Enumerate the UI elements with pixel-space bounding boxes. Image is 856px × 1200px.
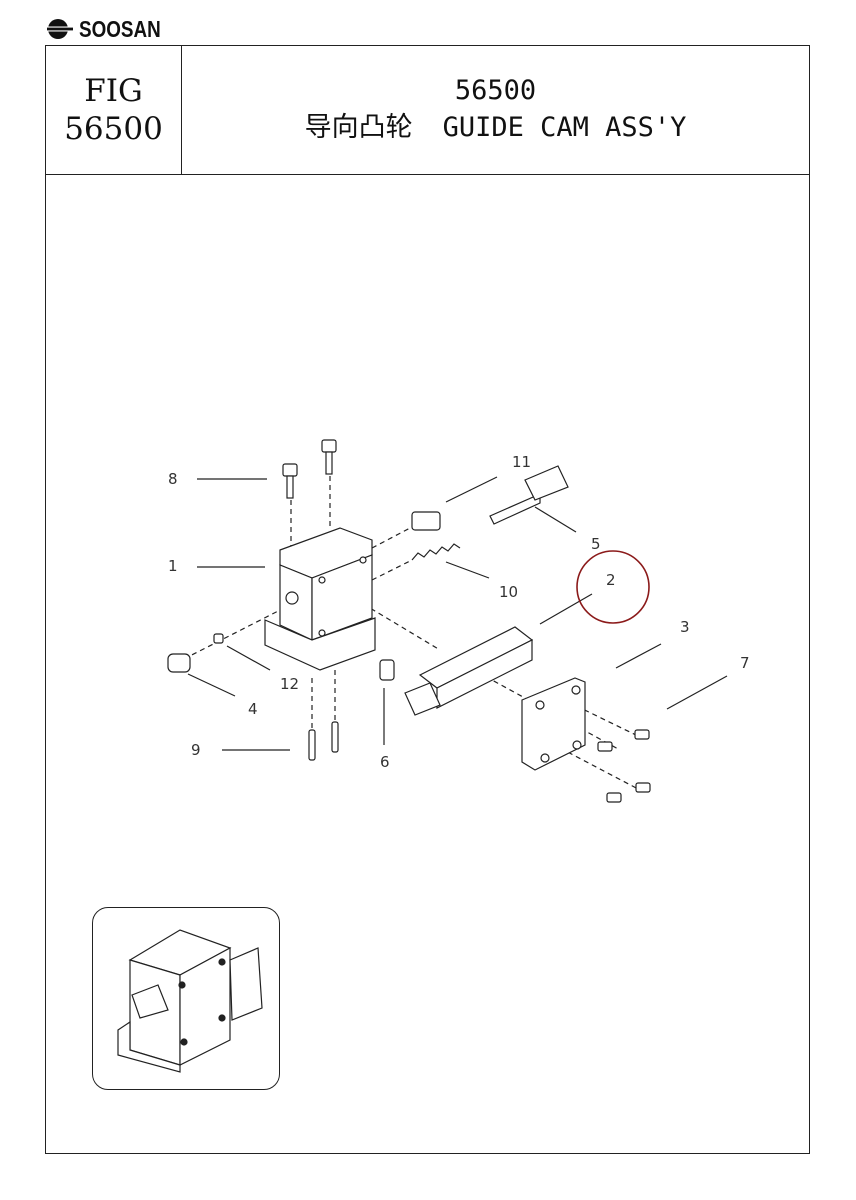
title-block: FIG 56500 56500 导向凸轮 GUIDE CAM ASS'Y	[46, 46, 809, 175]
brand-name: SOOSAN	[79, 15, 161, 42]
callout-6: 6	[380, 753, 390, 771]
callout-9: 9	[191, 741, 201, 759]
callout-12: 12	[280, 675, 299, 693]
title-number: 56500	[454, 75, 537, 106]
callout-4: 4	[248, 700, 258, 718]
fig-box: FIG 56500	[46, 46, 182, 174]
fig-number: 56500	[64, 111, 163, 147]
title-english: GUIDE CAM ASS'Y	[442, 112, 687, 143]
callout-7: 7	[740, 654, 750, 672]
soosan-logo-icon	[45, 19, 75, 39]
callout-3: 3	[680, 618, 690, 636]
title-line: 导向凸轮 GUIDE CAM ASS'Y	[305, 109, 687, 147]
title-chinese: 导向凸轮	[304, 112, 413, 143]
assembled-view-inset	[92, 907, 280, 1090]
callout-1: 1	[168, 557, 178, 575]
fig-label: FIG	[84, 73, 143, 109]
callout-10: 10	[499, 583, 518, 601]
callout-11: 11	[512, 453, 531, 471]
title-box: 56500 导向凸轮 GUIDE CAM ASS'Y	[182, 46, 809, 174]
callout-8: 8	[168, 470, 178, 488]
drawing-frame: FIG 56500 56500 导向凸轮 GUIDE CAM ASS'Y	[45, 45, 810, 1154]
callout-5: 5	[591, 535, 601, 553]
brand-header: SOOSAN	[45, 14, 179, 44]
callout-2: 2	[606, 571, 616, 589]
